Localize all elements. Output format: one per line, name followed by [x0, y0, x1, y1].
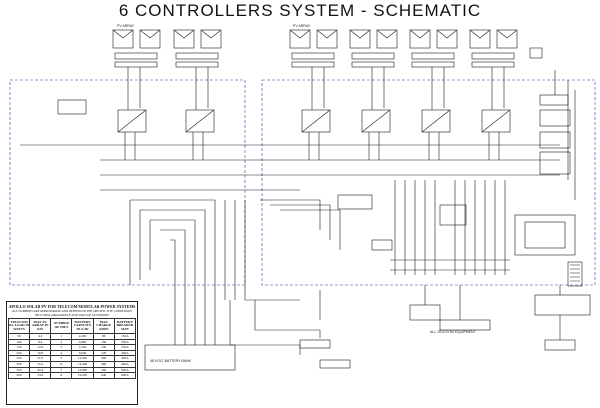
table-cell: 640 — [92, 372, 115, 379]
table-header: MAX PV ARRAY IN KW — [29, 318, 52, 334]
table-header-row: TELECOM DC LOAD IN WATTS MAX PV ARRAY IN… — [7, 318, 137, 334]
enclosure-right — [261, 79, 596, 286]
pv-label-left: PV ARRAY — [117, 24, 135, 28]
telecom-label: ALL TELECOM EQUIPMENT — [430, 330, 477, 334]
table-note: ALL NUMBERS ARE APPROXIMATE AND DEPEND O… — [11, 309, 133, 317]
table-cell: 19,200 — [71, 372, 94, 379]
table-header: BATTERY CAPACITY IN A-Hr — [71, 318, 94, 334]
pv-array-right — [289, 29, 518, 68]
table-cell: 150A — [113, 333, 137, 340]
charge-controllers — [117, 109, 511, 133]
table-header: NUMBER OF T80'S — [50, 318, 73, 334]
table-cell: 250A — [113, 338, 137, 346]
schematic-title: 6 CONTROLLERS SYSTEM - SCHEMATIC — [118, 1, 482, 20]
battery-bank-label: 48 VOLT BATTERY BANK — [150, 359, 192, 363]
table-cell: 600A — [113, 366, 137, 374]
table-cell: 400A — [113, 349, 137, 357]
table-cell: 400 — [7, 372, 31, 379]
pv-label-right: PV ARRAY — [293, 24, 311, 28]
table-cell: 8 — [50, 372, 73, 379]
enclosure-left — [9, 79, 246, 286]
table-cell: 250A — [113, 344, 137, 351]
battery-bank — [144, 344, 236, 371]
table-cell: 600A — [113, 372, 137, 379]
pv-array-left — [112, 29, 222, 68]
table-title: APOLLO SOLAR PV FOR TELECOM MODULAR POWE… — [8, 304, 136, 309]
power-system-table-panel: APOLLO SOLAR PV FOR TELECOM MODULAR POWE… — [6, 301, 138, 405]
table-cell: 33.6 — [29, 372, 52, 379]
table-cell: 400A — [113, 355, 137, 362]
table-cell: 400A — [113, 361, 137, 368]
power-system-table: TELECOM DC LOAD IN WATTS MAX PV ARRAY IN… — [7, 318, 137, 379]
table-header: MAX CHARGE AMPS — [92, 318, 115, 334]
table-header: BATTERY BREAKER SIZE — [113, 318, 137, 334]
table-header: TELECOM DC LOAD IN WATTS — [7, 318, 31, 334]
